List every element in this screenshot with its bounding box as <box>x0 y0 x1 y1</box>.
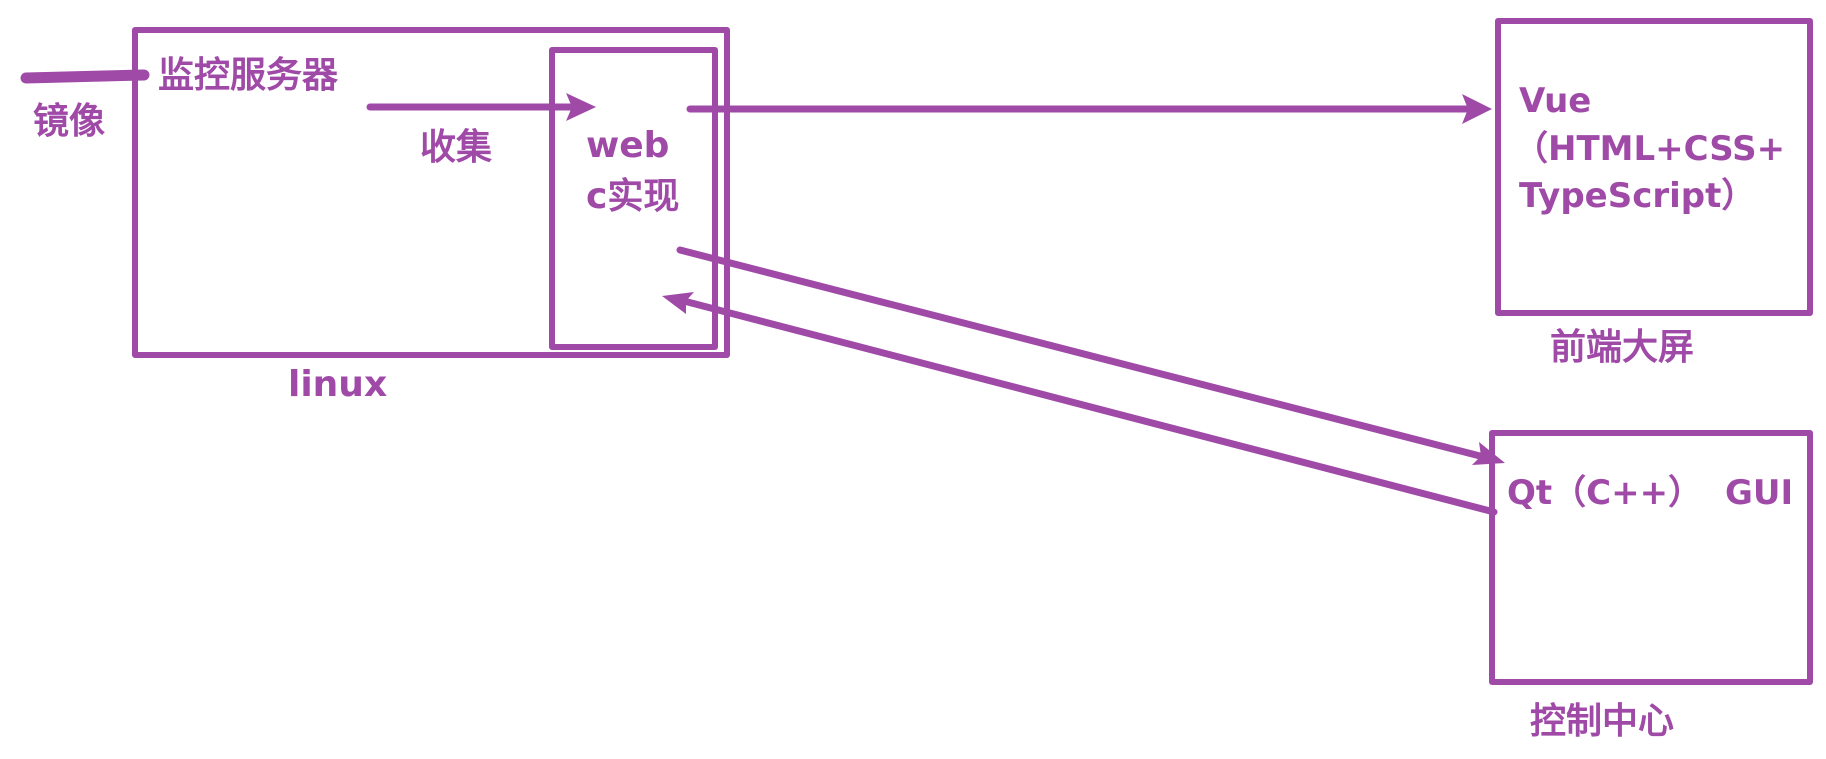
frontend-screen-box <box>1495 18 1813 316</box>
control-to-web-arrow-line <box>676 296 1498 516</box>
linux-label: linux <box>288 364 388 405</box>
control-center-label: 控制中心 <box>1530 701 1675 742</box>
mirror-line <box>20 69 150 84</box>
gui-label: GUI <box>1725 473 1794 513</box>
web-label: web <box>586 125 670 166</box>
frontend-screen-label: 前端大屏 <box>1550 327 1695 368</box>
typescript-label: TypeScript） <box>1519 176 1756 216</box>
monitor-server-label: 监控服务器 <box>158 55 339 96</box>
html-css-label: （HTML+CSS+ <box>1514 129 1786 169</box>
mirror-label: 镜像 <box>33 101 106 142</box>
control-arrowhead <box>1472 442 1505 465</box>
frontend-arrowhead <box>1462 94 1492 124</box>
control-center-box <box>1489 430 1813 685</box>
web-c-box <box>549 47 718 350</box>
web-to-control-arrow-line <box>676 246 1484 460</box>
web-arrowhead <box>662 292 694 314</box>
linux-box <box>132 27 730 358</box>
qt-cpp-label: Qt（C++） <box>1507 473 1703 513</box>
c-impl-label: c实现 <box>586 176 680 217</box>
collect-label: 收集 <box>420 127 493 168</box>
collect-arrowhead <box>566 93 596 121</box>
vue-label: Vue <box>1519 81 1592 121</box>
